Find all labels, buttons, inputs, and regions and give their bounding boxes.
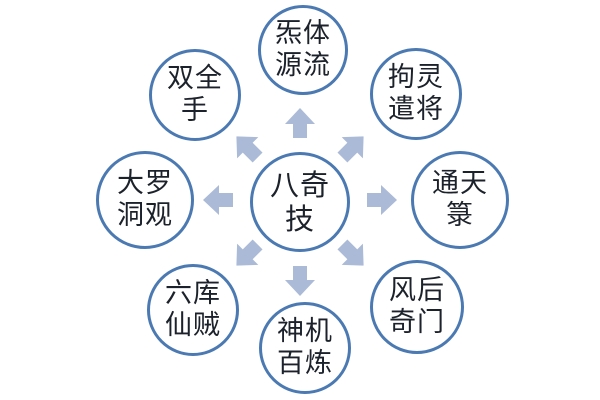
node-label: 通天 箓 <box>432 168 488 231</box>
arrow-left-icon <box>203 185 233 215</box>
node-label: 六库 仙贼 <box>165 278 221 341</box>
node-left: 大罗 洞观 <box>96 151 194 249</box>
arrow-down-left-icon <box>226 234 268 276</box>
node-bottom-left: 六库 仙贼 <box>147 264 239 356</box>
node-bottom: 神机 百炼 <box>259 302 351 394</box>
node-label: 拘灵 遣将 <box>388 62 444 125</box>
arrow-up-right-icon <box>332 126 374 168</box>
node-top: 炁体 源流 <box>258 5 348 95</box>
node-label: 大罗 洞观 <box>117 168 173 231</box>
arrow-right-icon <box>367 185 397 215</box>
arrow-up-left-icon <box>226 126 268 168</box>
center-node-baqiji: 八奇 技 <box>250 152 350 252</box>
arrow-down-right-icon <box>332 234 374 276</box>
arrow-up-icon <box>285 108 315 138</box>
arrow-down-icon <box>285 266 315 296</box>
node-label: 双全 手 <box>167 63 223 126</box>
node-label: 炁体 源流 <box>275 18 331 81</box>
node-label: 风后 奇门 <box>389 275 445 338</box>
node-top-right: 拘灵 遣将 <box>370 48 462 140</box>
node-label: 神机 百炼 <box>277 316 333 379</box>
node-top-left: 双全 手 <box>149 49 241 141</box>
node-bottom-right: 风后 奇门 <box>370 260 464 354</box>
node-right: 通天 箓 <box>411 151 509 249</box>
center-node-label: 八奇 技 <box>269 167 330 236</box>
